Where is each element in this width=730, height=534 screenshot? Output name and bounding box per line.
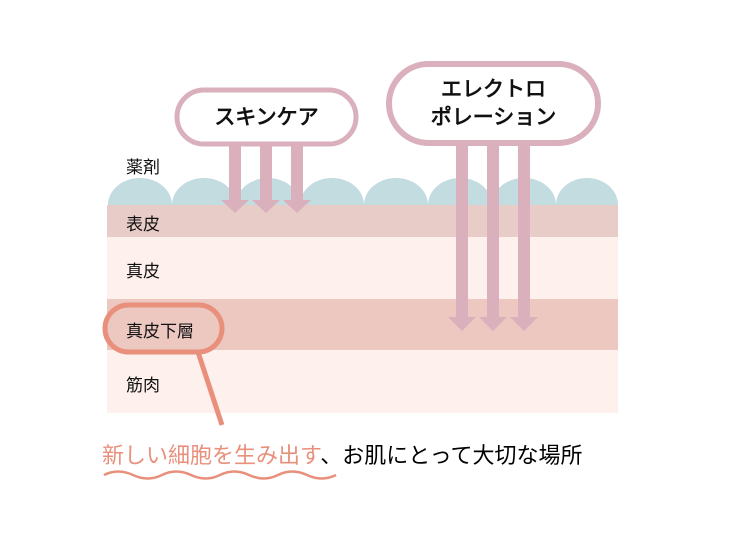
caption-rest: 、お肌にとって大切な場所 <box>320 444 583 469</box>
electroporation-pill <box>386 61 601 146</box>
electroporation-text-line1: エレクトロ <box>441 77 546 101</box>
subdermis-highlight-pill <box>102 302 225 355</box>
electroporation-arrows <box>448 143 538 331</box>
dermis-label: 真皮 <box>126 262 160 282</box>
skincare-arrows <box>221 144 311 213</box>
dermis-layer <box>107 237 618 299</box>
skincare-pill <box>174 87 359 147</box>
callout-line <box>195 351 225 426</box>
skincare-text: スキンケア <box>214 105 319 129</box>
drug-domes <box>108 178 618 205</box>
epidermis-layer <box>107 205 618 237</box>
electroporation-text-line2: ポレーション <box>430 105 557 129</box>
subdermis-label: 真皮下層 <box>126 322 194 342</box>
wavy-underline <box>103 470 337 480</box>
muscle-label: 筋肉 <box>126 376 160 396</box>
epidermis-label: 表皮 <box>126 215 160 235</box>
muscle-layer <box>107 350 618 413</box>
caption: 新しい細胞を生み出す、お肌にとって大切な場所 <box>102 438 583 470</box>
drug-label: 薬剤 <box>126 158 160 178</box>
caption-highlight: 新しい細胞を生み出す <box>102 444 321 469</box>
